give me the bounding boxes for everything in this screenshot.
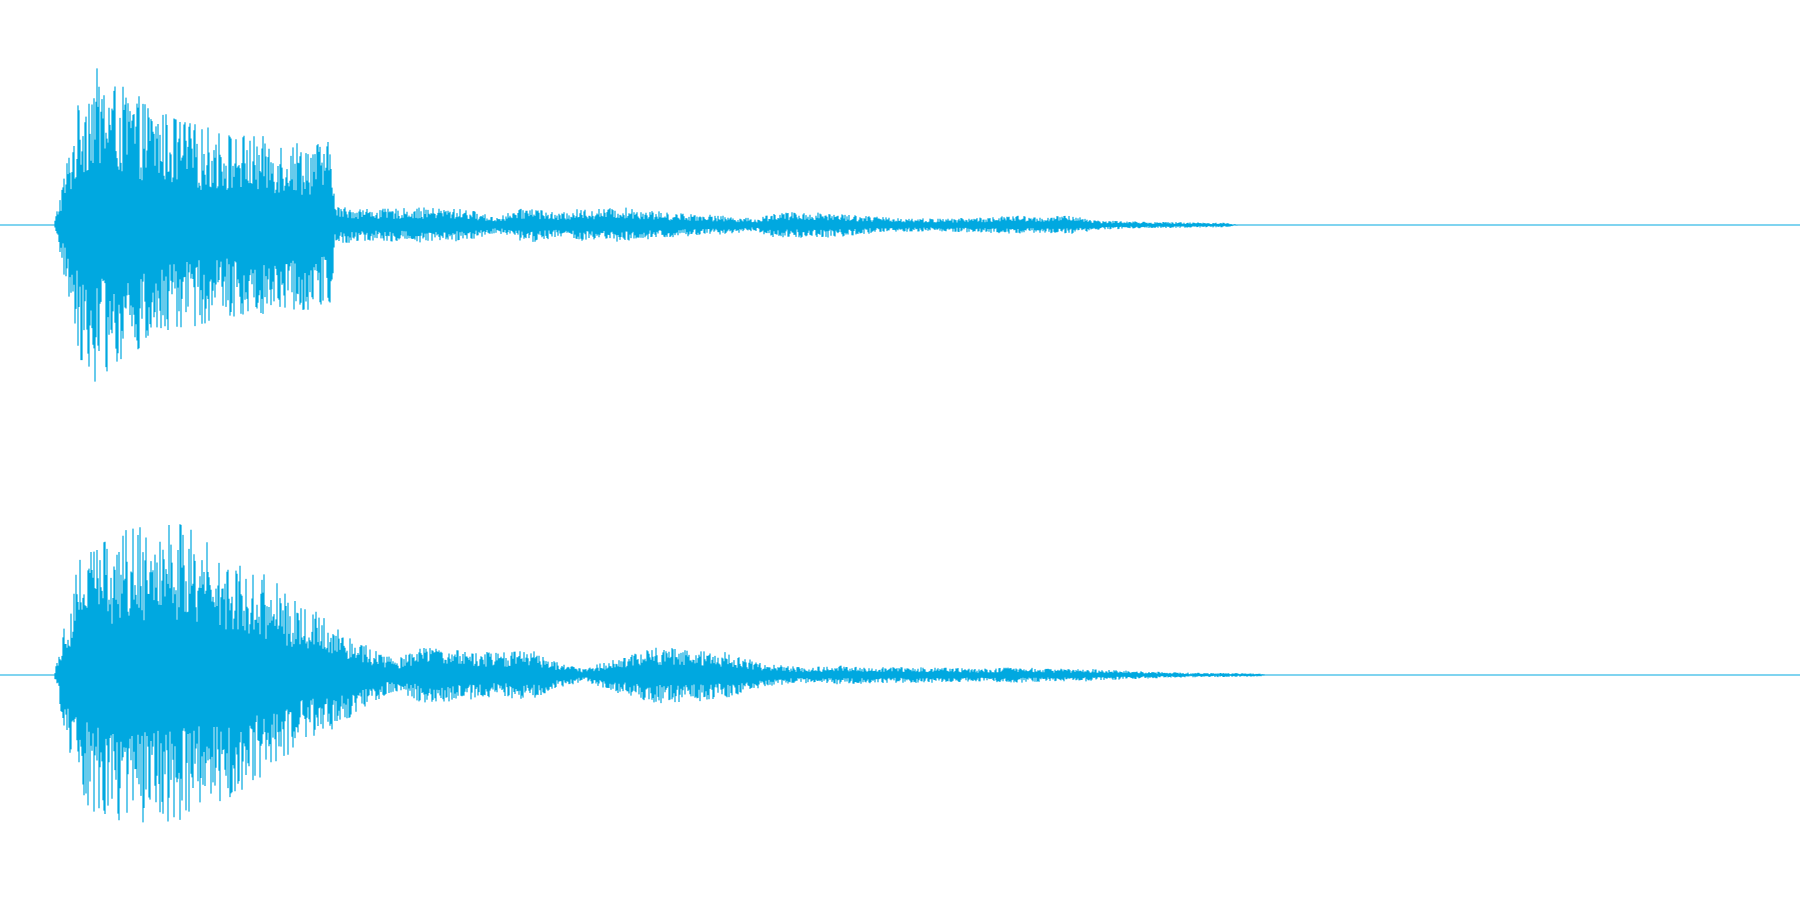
channel-2-track bbox=[0, 450, 1800, 900]
channel-2-waveform bbox=[0, 524, 1800, 823]
channel-1-track bbox=[0, 68, 1800, 382]
channel-1-waveform bbox=[0, 68, 1800, 382]
channel-1-wave-path bbox=[54, 68, 1241, 382]
channel-2-wave-path bbox=[54, 524, 1269, 823]
